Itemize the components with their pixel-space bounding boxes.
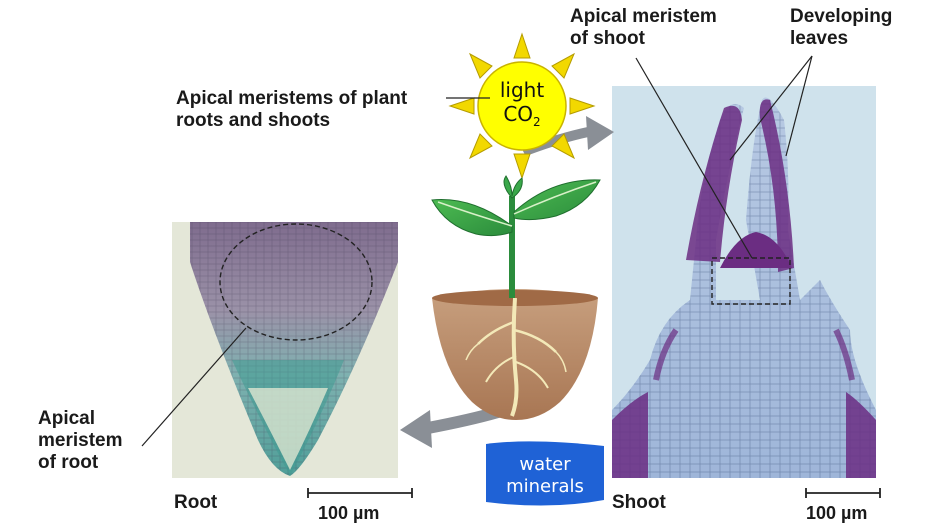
sun-text-co2: CO2 (490, 102, 554, 134)
label-apical-meristems-plant: Apical meristems of plant roots and shoo… (176, 88, 407, 132)
scale-bar-right (805, 488, 881, 498)
scale-label-right: 100 µm (806, 503, 868, 523)
co2-main: CO (503, 102, 534, 126)
seedling-icon (431, 175, 601, 420)
sun-text-light: light (499, 78, 545, 102)
scale-bar-left (307, 488, 413, 498)
leader-line-root-meristem (141, 327, 247, 447)
label-apical-meristem-shoot: Apical meristem of shoot (570, 6, 717, 50)
scale-label-left: 100 µm (318, 503, 380, 523)
leader-line-leaf-2 (785, 55, 813, 157)
water-text-line2: minerals (506, 476, 584, 497)
label-line: of root (38, 452, 99, 473)
label-line: leaves (790, 28, 849, 49)
arrow-to-root (400, 406, 504, 448)
label-line: meristem (38, 430, 123, 451)
label-line: roots and shoots (176, 110, 331, 131)
leader-line-leaf-1 (729, 55, 813, 161)
water-box (486, 441, 604, 506)
label-line: of shoot (570, 28, 645, 49)
water-text: water minerals (486, 454, 604, 498)
label-line: Developing (790, 6, 893, 27)
label-root: Root (174, 492, 218, 513)
co2-subscript: 2 (533, 115, 541, 129)
label-apical-meristem-root: Apical meristem of root (38, 408, 123, 474)
label-shoot: Shoot (612, 492, 666, 513)
label-line: Apical meristems of plant (176, 88, 408, 109)
sun-text: light CO2 (490, 78, 554, 134)
label-line: Apical (38, 408, 96, 429)
leader-line-shoot-meristem (635, 57, 753, 259)
root-micrograph (172, 222, 398, 478)
water-text-line1: water (519, 454, 571, 475)
shoot-micrograph (612, 86, 876, 478)
label-developing-leaves: Developing leaves (790, 6, 892, 50)
sun-icon (448, 32, 596, 180)
label-line: Apical meristem (570, 6, 717, 27)
